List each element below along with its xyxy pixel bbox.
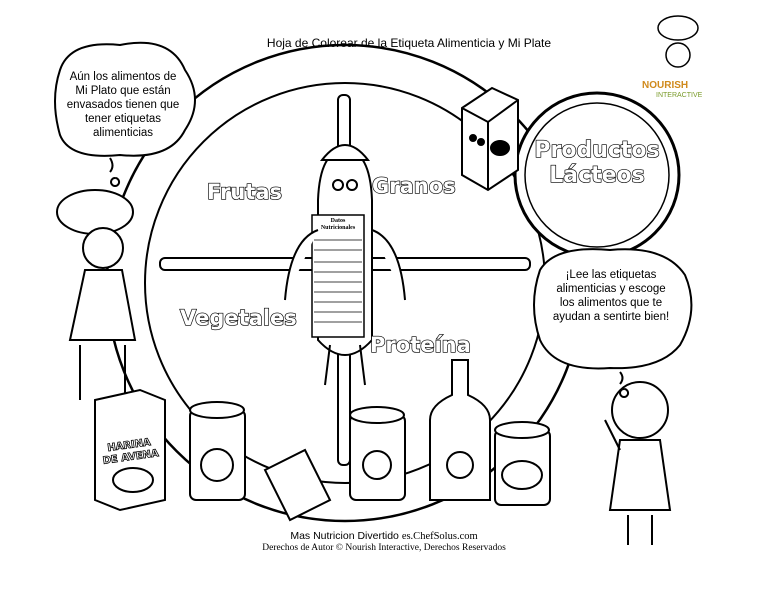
label-dairy-line2: Lácteos	[549, 162, 646, 188]
page-title: Hoja de Colorear de la Etiqueta Alimenti…	[266, 36, 552, 50]
chef-character-left	[56, 189, 137, 400]
label-dairy-line1: Productos	[534, 137, 661, 163]
label-fruits: Frutas	[206, 179, 283, 204]
left-bubble-text: Aún los alimentos de Mi Plato que están …	[66, 71, 180, 139]
chef-logo	[657, 15, 699, 68]
oil-bottle	[429, 359, 491, 501]
pasta-bag	[263, 448, 332, 522]
nourish-logo: NOURISH	[642, 80, 689, 91]
footer-tagline: Mas Nutricion Divertido	[290, 530, 399, 542]
label-grains: Granos	[371, 173, 456, 198]
label-vegetables: Vegetales	[179, 305, 297, 330]
right-bubble-text: ¡Lee las etiquetas alimenticias y escoge…	[552, 269, 670, 323]
nutrition-label-title: Datos Nutricionales	[320, 218, 356, 231]
nutrition-label-character	[284, 144, 406, 386]
can-pumpkin	[189, 401, 246, 501]
nourish-logo-sub: INTERACTIVE	[656, 92, 703, 99]
girl-character-right	[604, 381, 672, 545]
left-speech-bubble	[54, 41, 196, 187]
footer-copyright: Derechos de Autor © Nourish Interactive,…	[262, 543, 506, 553]
can-beans	[494, 421, 551, 506]
milk-carton-character	[461, 86, 519, 192]
label-protein: Proteína	[369, 332, 471, 357]
footer-line1: Mas Nutricion Divertido es.ChefSolus.com	[0, 530, 768, 542]
right-speech-bubble	[533, 248, 693, 398]
can-peach	[349, 406, 406, 501]
footer-site-link[interactable]: es.ChefSolus.com	[401, 531, 478, 542]
